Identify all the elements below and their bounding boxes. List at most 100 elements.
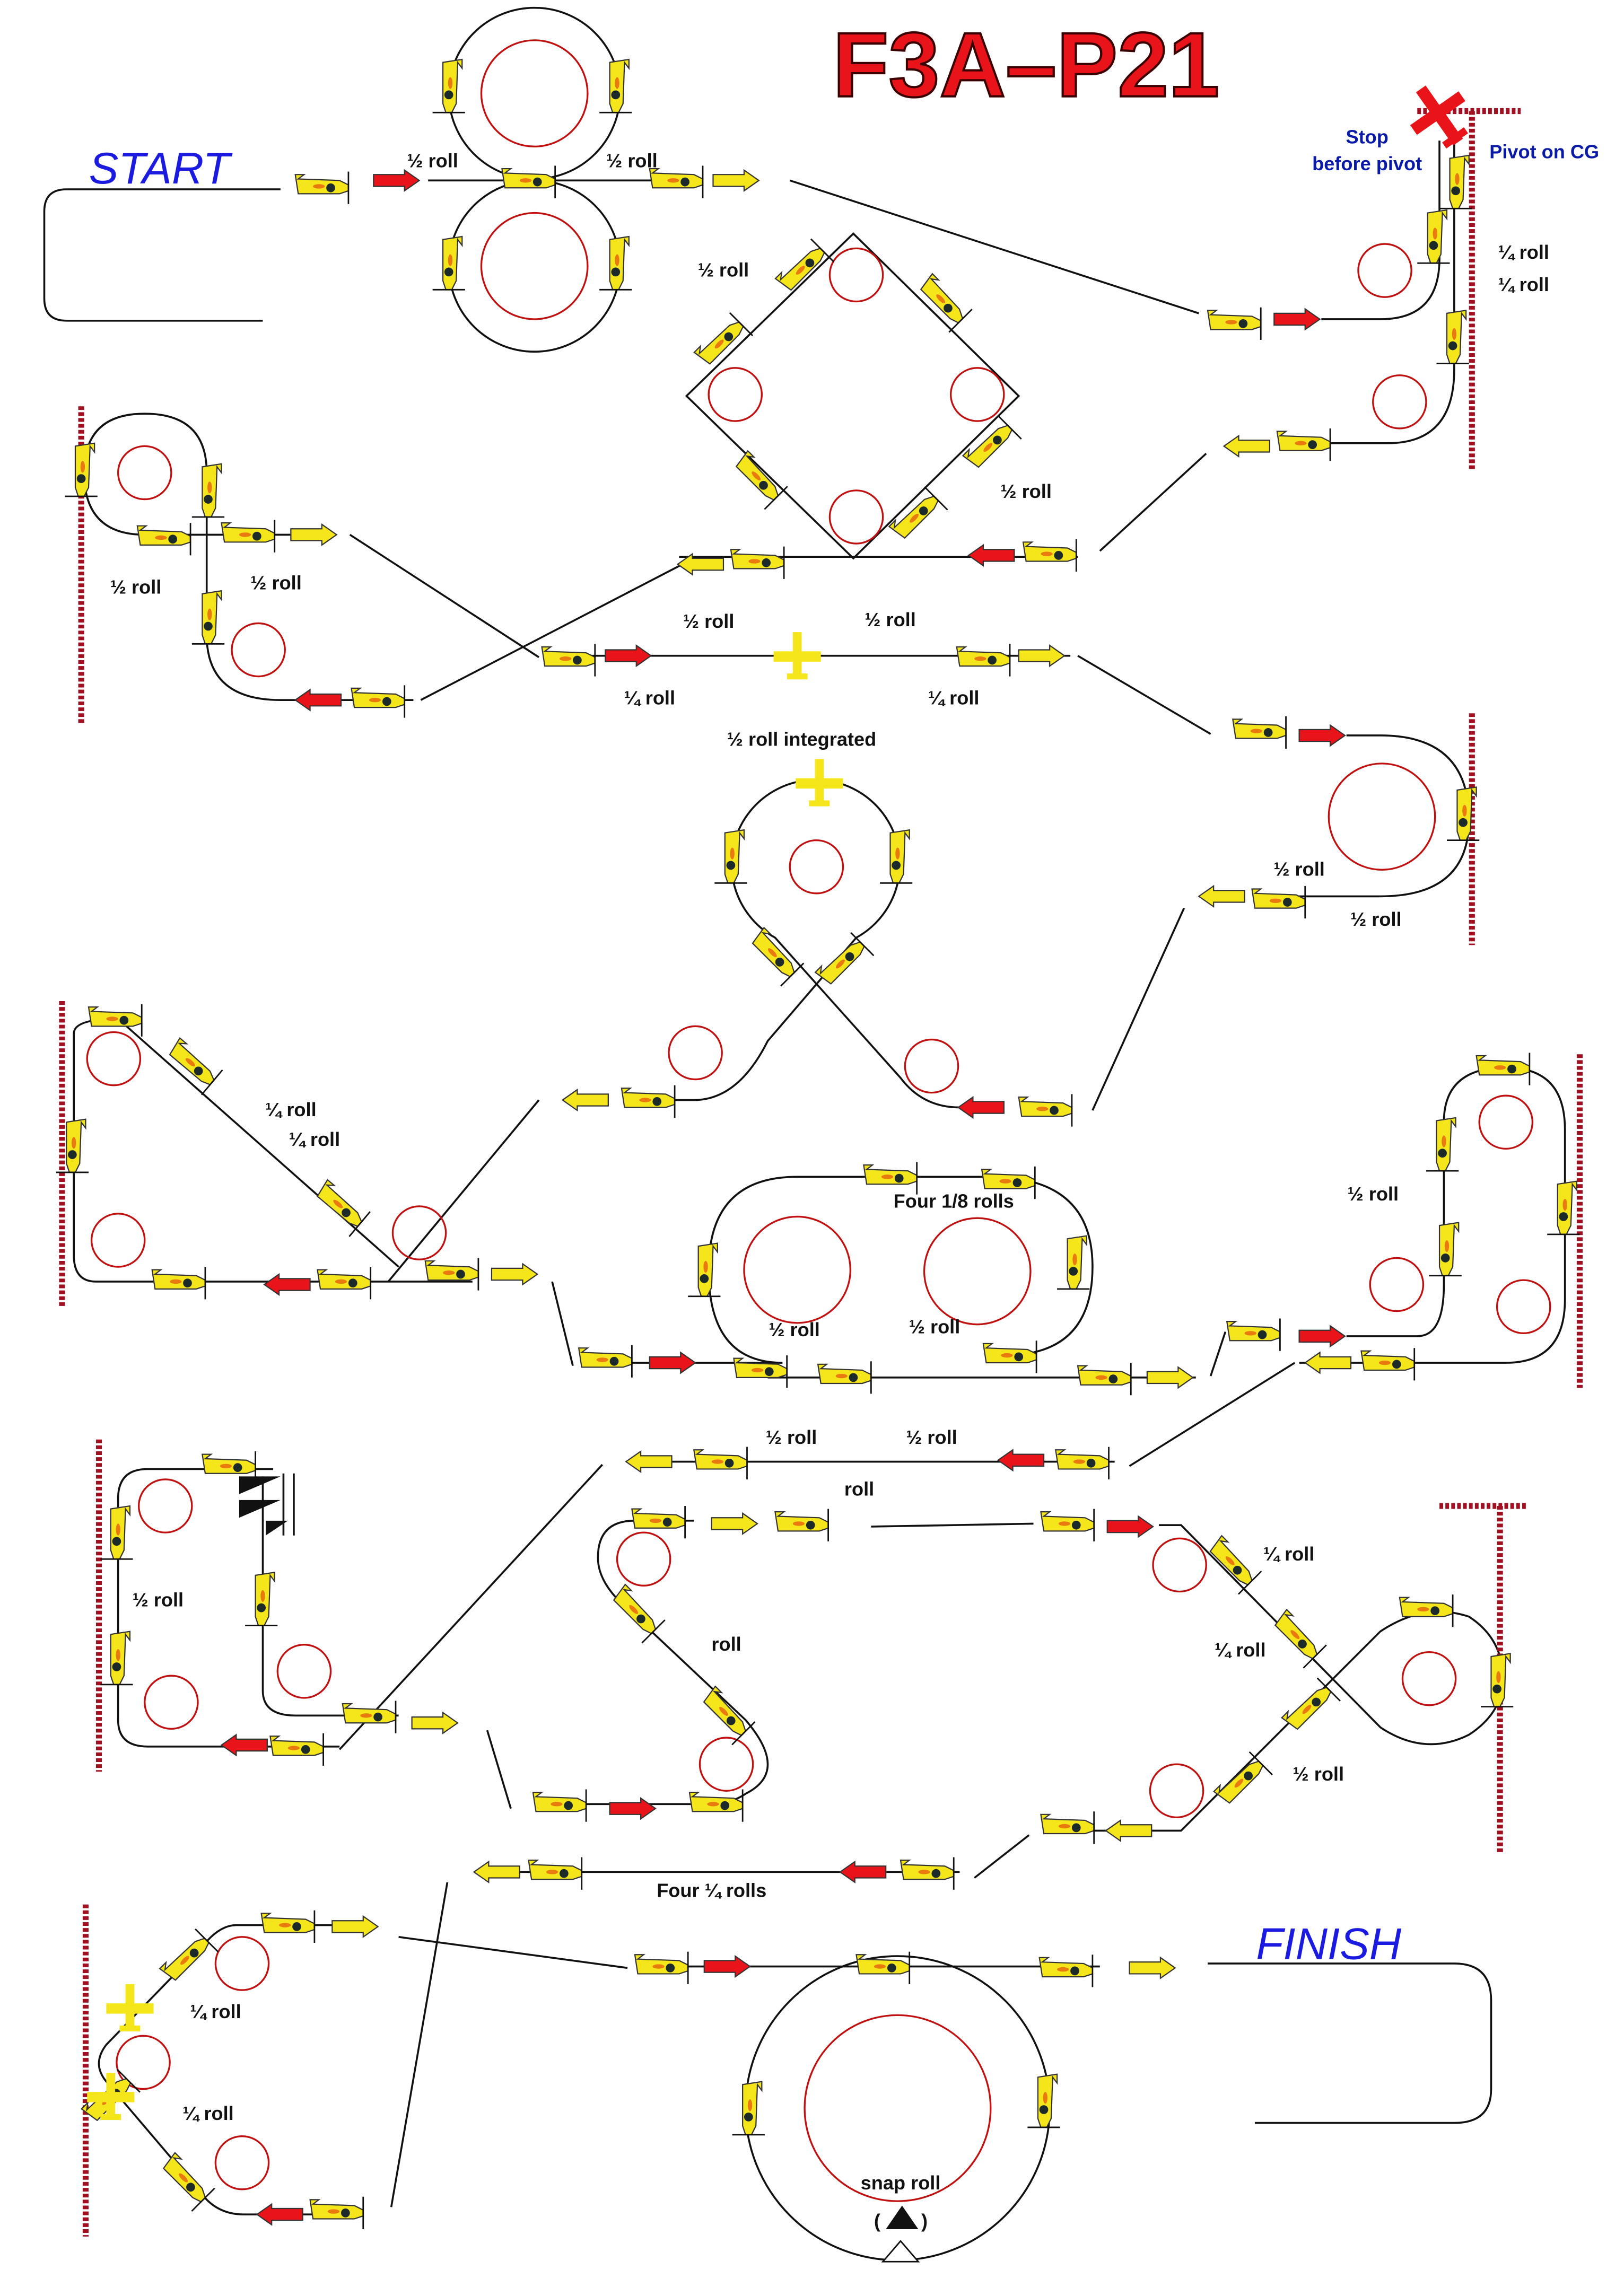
aircraft-icon (693, 312, 754, 365)
roll-label: roll (844, 1478, 874, 1500)
judging-circle (144, 1675, 199, 1730)
roll-label: ½ roll (1348, 1183, 1399, 1205)
aircraft-icon (621, 1085, 676, 1118)
aircraft-icon (634, 1951, 689, 1984)
judging-circle (480, 212, 589, 320)
judging-circles (86, 39, 1551, 2202)
exit-arrow-icon (1129, 1956, 1176, 1979)
aircraft-icon (752, 926, 805, 987)
judging-circle (668, 1025, 723, 1081)
aircraft-icon (100, 1505, 133, 1560)
aircraft-icon (269, 1733, 325, 1766)
aircraft-icon (1055, 1447, 1110, 1479)
roll-label: ½ roll (133, 1589, 184, 1610)
entry-arrow-icon (605, 644, 652, 668)
aircraft-icon (817, 1361, 872, 1394)
aircraft-icon (528, 1857, 583, 1890)
judging-circle (708, 367, 763, 422)
aircraft-icon (920, 273, 973, 333)
roll-label: ½ roll integrated (727, 728, 876, 750)
aircraft-icon (136, 523, 191, 556)
roll-label: ¼ roll (182, 2102, 233, 2124)
judging-circle (1496, 1279, 1551, 1335)
aircraft-icon (1226, 1318, 1281, 1351)
entry-arrow-icon (220, 1733, 268, 1757)
aircraft-icon (1399, 1594, 1454, 1627)
roll-label: ½ roll (606, 150, 658, 171)
entry-arrow-icon (1273, 308, 1321, 331)
aircraft-icon (631, 1506, 686, 1539)
aircraft-icon (1209, 1535, 1262, 1595)
snap-roll-symbol: ( ) (874, 2205, 928, 2263)
exit-arrow-icon (473, 1860, 520, 1883)
aircraft-icon (599, 58, 632, 113)
aircraft-icon (599, 235, 632, 291)
exit-arrow-icon (1105, 1819, 1152, 1843)
roll-label: ½ roll (407, 150, 458, 171)
aircraft-icon (982, 1340, 1037, 1373)
box-edge-markers (59, 108, 1583, 2237)
judging-circle (789, 839, 844, 895)
aircraft-icon (578, 1345, 633, 1378)
aircraft-icon (342, 1701, 397, 1733)
judging-circle (616, 1531, 671, 1587)
judging-circle (1401, 1651, 1457, 1706)
aircraft-icon (649, 165, 704, 198)
aircraft-icon (1417, 209, 1450, 264)
aircraft-icon (162, 2152, 215, 2212)
aircraft-icon (1480, 1653, 1514, 1707)
judging-circle (828, 489, 884, 545)
aircraft-icon (245, 1571, 278, 1626)
aircraft-icon (1251, 886, 1306, 919)
exit-arrow-icon (625, 1450, 673, 1474)
judging-circle (116, 2035, 171, 2090)
exit-arrow-icon (491, 1263, 539, 1286)
entry-arrow-icon (997, 1449, 1045, 1472)
pivot-plane-icon (1410, 85, 1469, 149)
judging-circle (1357, 243, 1412, 298)
aircraft-icon (191, 463, 225, 518)
exit-arrow-icon (711, 1512, 758, 1536)
judging-circle (231, 622, 286, 678)
roll-label: ½ roll (110, 576, 162, 598)
exit-arrow-icon (411, 1711, 459, 1734)
aircraft-icon (202, 1451, 256, 1484)
roll-label: ¼ roll (1498, 241, 1549, 263)
entry-arrow-icon (649, 1351, 697, 1374)
aircraft-symbols (56, 58, 1580, 2230)
judging-circle (480, 39, 589, 147)
judging-circle (1478, 1094, 1534, 1150)
roll-label: snap roll (861, 2172, 941, 2194)
aircraft-icon (714, 829, 747, 884)
aircraft-icon (424, 1258, 479, 1291)
judging-circle (1372, 374, 1427, 430)
roll-label: ½ roll (1350, 908, 1402, 930)
aircraft-icon (1038, 1955, 1094, 1987)
start-label: START (89, 143, 233, 193)
roll-label: ½ roll (1000, 480, 1052, 502)
roll-label: ½ roll (1293, 1763, 1344, 1785)
aircraft-icon (1040, 1811, 1095, 1844)
entry-arrow-icon (839, 1860, 887, 1883)
judging-circle (214, 2135, 270, 2190)
judging-circle (137, 1478, 193, 1533)
aircraft-icon (1446, 786, 1480, 842)
exit-arrow-icon (1304, 1351, 1352, 1374)
aircraft-icon (1057, 1235, 1090, 1290)
aircraft-icon (221, 520, 276, 553)
judging-circle (1328, 763, 1436, 871)
aircraft-icon (733, 1355, 788, 1388)
aircraft-icon (56, 1118, 89, 1173)
judging-circle (117, 445, 172, 501)
aircraft-icon (814, 932, 875, 985)
judging-circle (1149, 1763, 1204, 1819)
roll-label: ¼ roll (1498, 274, 1549, 295)
aircraft-icon (100, 1631, 133, 1686)
aircraft-icon (169, 1037, 223, 1096)
roll-label: ½ roll (909, 1316, 961, 1337)
roll-label: Four ¼ rolls (657, 1880, 766, 1901)
judging-circle (949, 367, 1005, 422)
aircraft-icon (309, 2196, 364, 2230)
roll-label: ¼ roll (1263, 1543, 1314, 1565)
